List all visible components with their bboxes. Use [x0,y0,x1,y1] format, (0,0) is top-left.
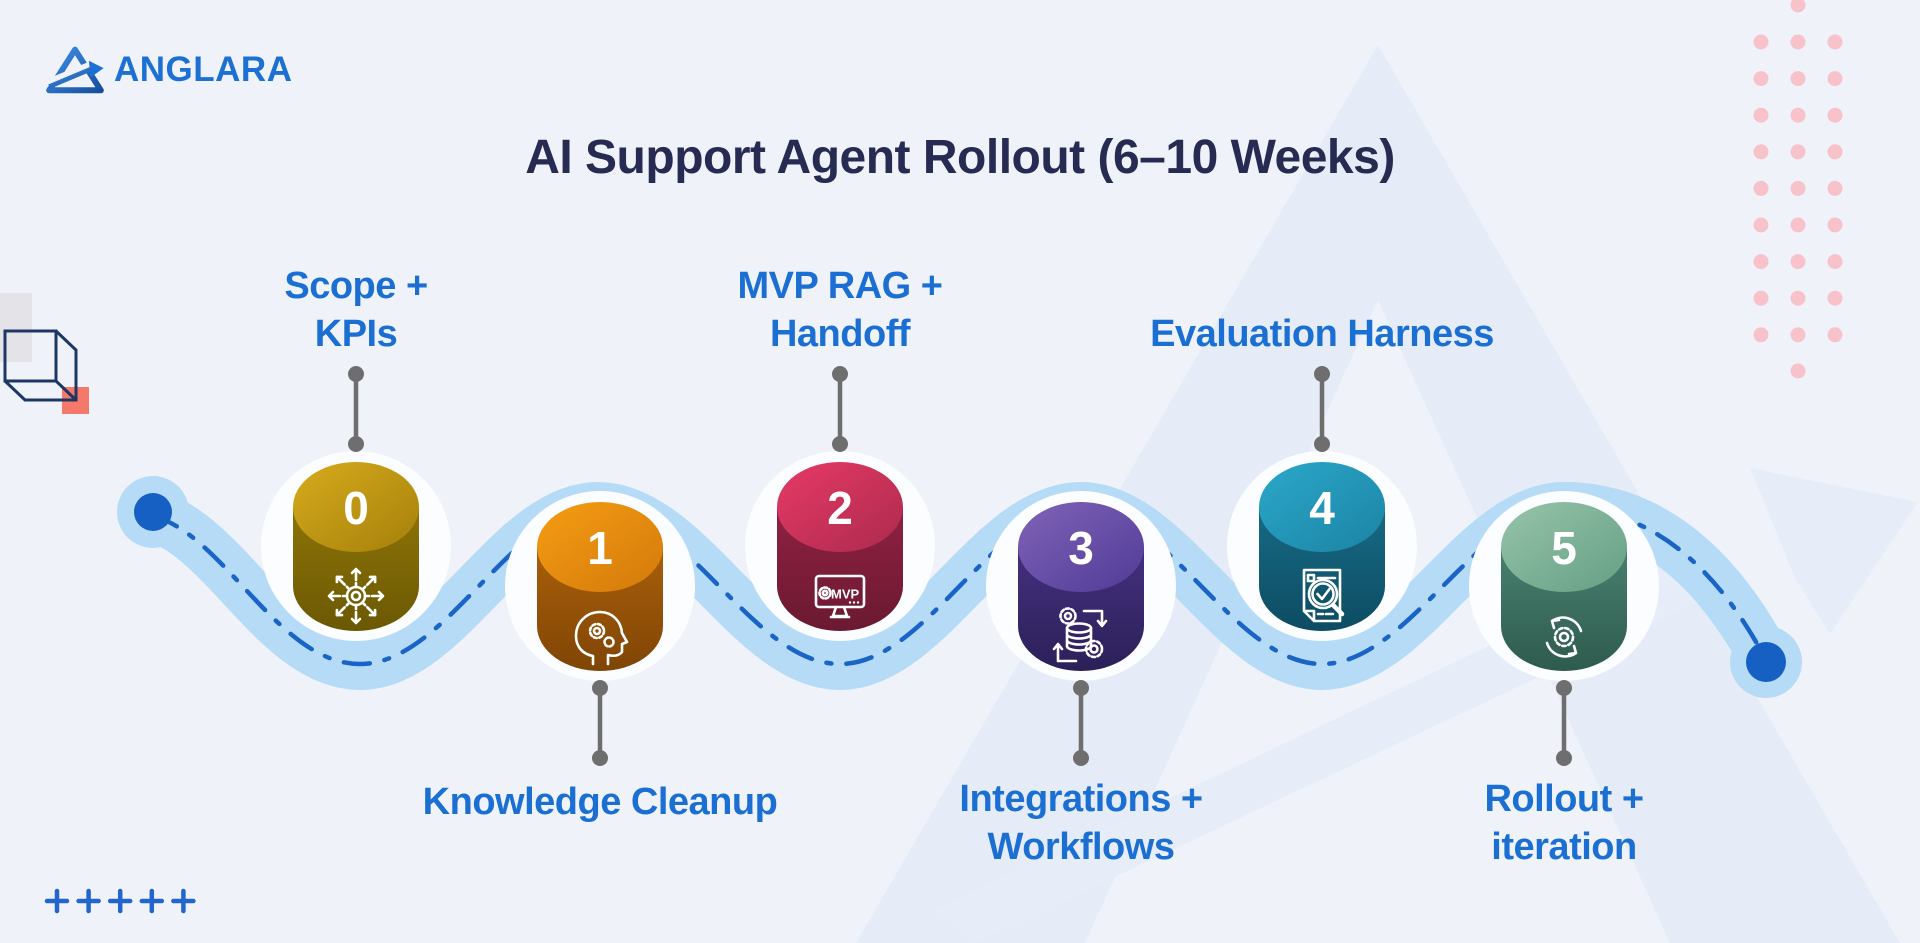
pink-dot [1827,34,1843,50]
wireframe-cube-icon [3,329,78,402]
milestone-cylinder-4 [1259,462,1385,631]
plus-mark [171,888,196,914]
plus-mark [139,888,165,914]
left-decorations [0,293,89,414]
dot-grid-decoration [1753,0,1843,379]
pink-dot [1753,34,1769,50]
label-connectors [348,366,1572,766]
milestone-number-5: 5 [1551,522,1577,574]
data-integration-gears-icon [1052,607,1108,663]
milestone-label-2: MVP RAG + Handoff [737,265,943,355]
pink-dot [1790,290,1806,306]
pink-dot [1827,254,1843,270]
pink-dot [1790,71,1806,87]
pink-dot [1753,144,1769,160]
pink-dot [1827,144,1843,160]
milestone-cylinder-5 [1501,502,1627,671]
pink-dot [1753,107,1769,123]
mvp-icon-text: MVP [831,587,860,602]
head-gears-icon [574,610,629,666]
pink-dot [1753,254,1769,270]
connector-milestone-1 [592,680,608,766]
triangle-arrow-logo-icon [46,46,104,94]
background-watermark-a-letter [856,45,1900,943]
milestone-number-2: 2 [827,482,853,534]
pink-dot [1827,180,1843,196]
pink-dot [1790,180,1806,196]
milestone-cylinder-0 [293,462,419,631]
document-magnifier-check-icon [1302,568,1345,623]
plus-mark [44,888,70,914]
connector-milestone-3 [1073,680,1089,766]
pink-dot [1790,217,1806,233]
pink-dot [1790,0,1806,13]
brand-logo: ANGLARA [46,46,292,94]
pink-dot [1827,327,1843,343]
milestone-label-5: Rollout + iteration [1484,778,1644,868]
milestone-label-0: Scope + KPIs [284,265,428,355]
pink-dot [1790,254,1806,270]
milestone-label-1: Knowledge Cleanup [422,781,778,823]
mvp-monitor-icon: MVP [814,574,866,619]
plus-mark [76,888,101,914]
pink-dot [1827,107,1843,123]
pink-dot [1790,144,1806,160]
pink-dot [1827,71,1843,87]
pink-dot [1790,327,1806,343]
plus-marks-decoration [44,888,196,914]
connector-milestone-4 [1314,366,1330,452]
connector-milestone-2 [832,366,848,452]
wave-start-dot [134,493,172,531]
page-title: AI Support Agent Rollout (6–10 Weeks) [525,131,1395,184]
milestone-number-3: 3 [1068,522,1094,574]
gear-cycle-arrows-icon [1545,616,1583,658]
connector-milestone-0 [348,366,364,452]
pink-dot [1790,107,1806,123]
milestone-number-4: 4 [1309,482,1335,534]
pink-dot [1753,180,1769,196]
plus-mark [107,888,133,914]
milestone-label-4: Evaluation Harness [1150,313,1494,355]
pink-dot [1790,363,1806,379]
milestone-label-3: Integrations + Workflows [959,778,1203,868]
pink-dot [1753,290,1769,306]
pink-dot [1790,34,1806,50]
milestone-cylinder-1 [537,502,663,671]
wave-end-dot [1746,642,1786,682]
brand-name: ANGLARA [114,50,293,89]
scope-expand-arrows-icon [327,567,385,625]
pink-dot [1827,217,1843,233]
pink-dot [1753,217,1769,233]
pink-dot [1753,327,1769,343]
milestone-number-0: 0 [343,482,369,534]
pink-dot [1753,71,1769,87]
connector-milestone-5 [1556,680,1572,766]
milestone-cylinder-2: MVP [777,462,903,631]
milestone-cylinder-3 [1018,502,1144,671]
milestone-number-1: 1 [587,522,613,574]
pink-dot [1827,290,1843,306]
